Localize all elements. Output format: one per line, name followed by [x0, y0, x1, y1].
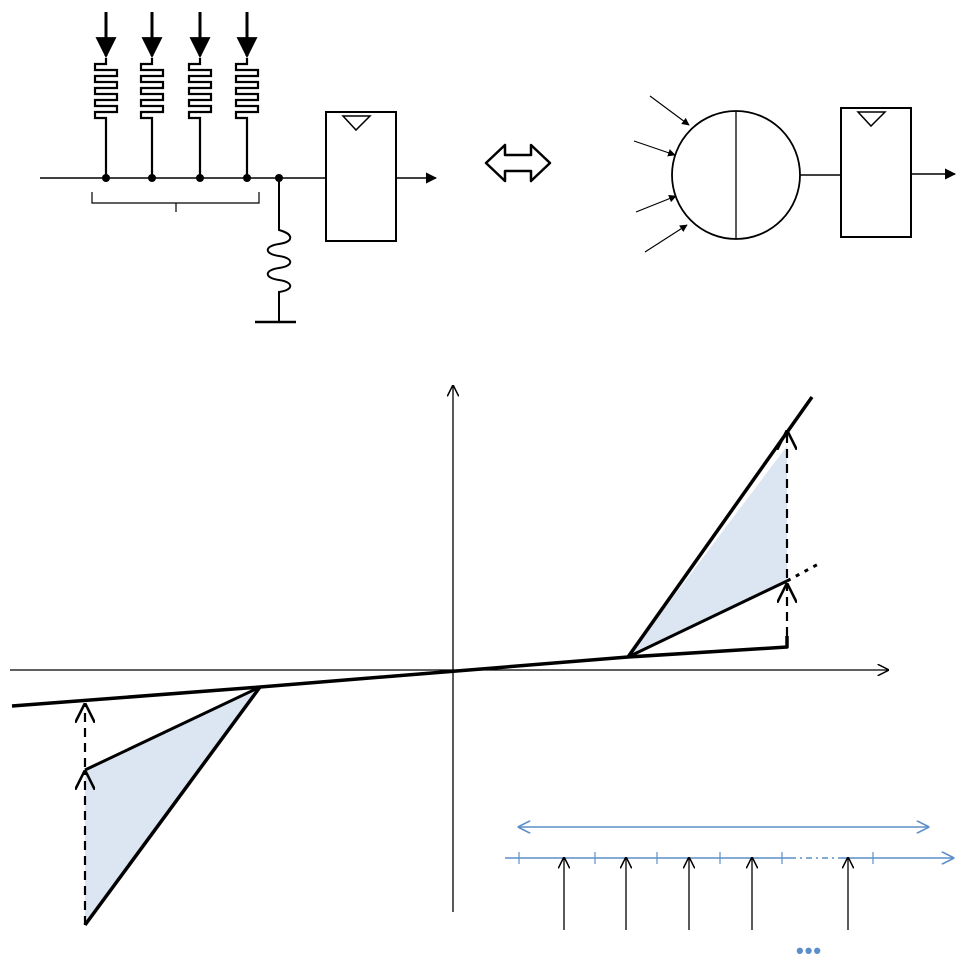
synapse-memristors [93, 58, 260, 176]
junction-dot [243, 174, 251, 182]
lower-mid-branch [84, 685, 261, 772]
clock-notch-icon [341, 115, 372, 132]
junction-dot [102, 174, 110, 182]
lower-steep-branch [83, 685, 262, 927]
neuron-circuit [40, 12, 438, 324]
memristor-1 [93, 58, 119, 176]
upper-mid-branch [627, 579, 788, 659]
weighted-input-4 [644, 224, 688, 253]
memristor-4 [234, 58, 260, 176]
junction-dot [196, 174, 204, 182]
upper-shaded-region [628, 446, 787, 657]
synapse-input-arrows [95, 12, 258, 59]
threshold-block-right [840, 107, 912, 238]
upper-continuation [786, 560, 823, 583]
weighted-input-2 [633, 140, 676, 157]
weighted-input-3 [635, 194, 677, 213]
load-resistor [266, 178, 292, 322]
neuron-abstraction [633, 95, 957, 253]
memristor-2 [139, 58, 165, 176]
weighted-input-1 [649, 95, 690, 126]
weighted-input-arrows [633, 95, 690, 253]
threshold-block-left [325, 111, 397, 242]
junction-dots [102, 174, 283, 182]
junction-dot [148, 174, 156, 182]
ellipsis-icon: ••• [796, 938, 823, 963]
spike-arrows [564, 858, 848, 930]
memristor-3 [187, 58, 213, 176]
time-ticks [518, 852, 874, 864]
clock-notch-icon [856, 111, 887, 128]
pulse-train-inset [505, 827, 953, 930]
baseline-characteristic [11, 636, 789, 708]
transfer-characteristic-plot [10, 386, 888, 927]
summation-bracket [91, 192, 260, 212]
double-headed-arrow-icon [484, 143, 552, 183]
